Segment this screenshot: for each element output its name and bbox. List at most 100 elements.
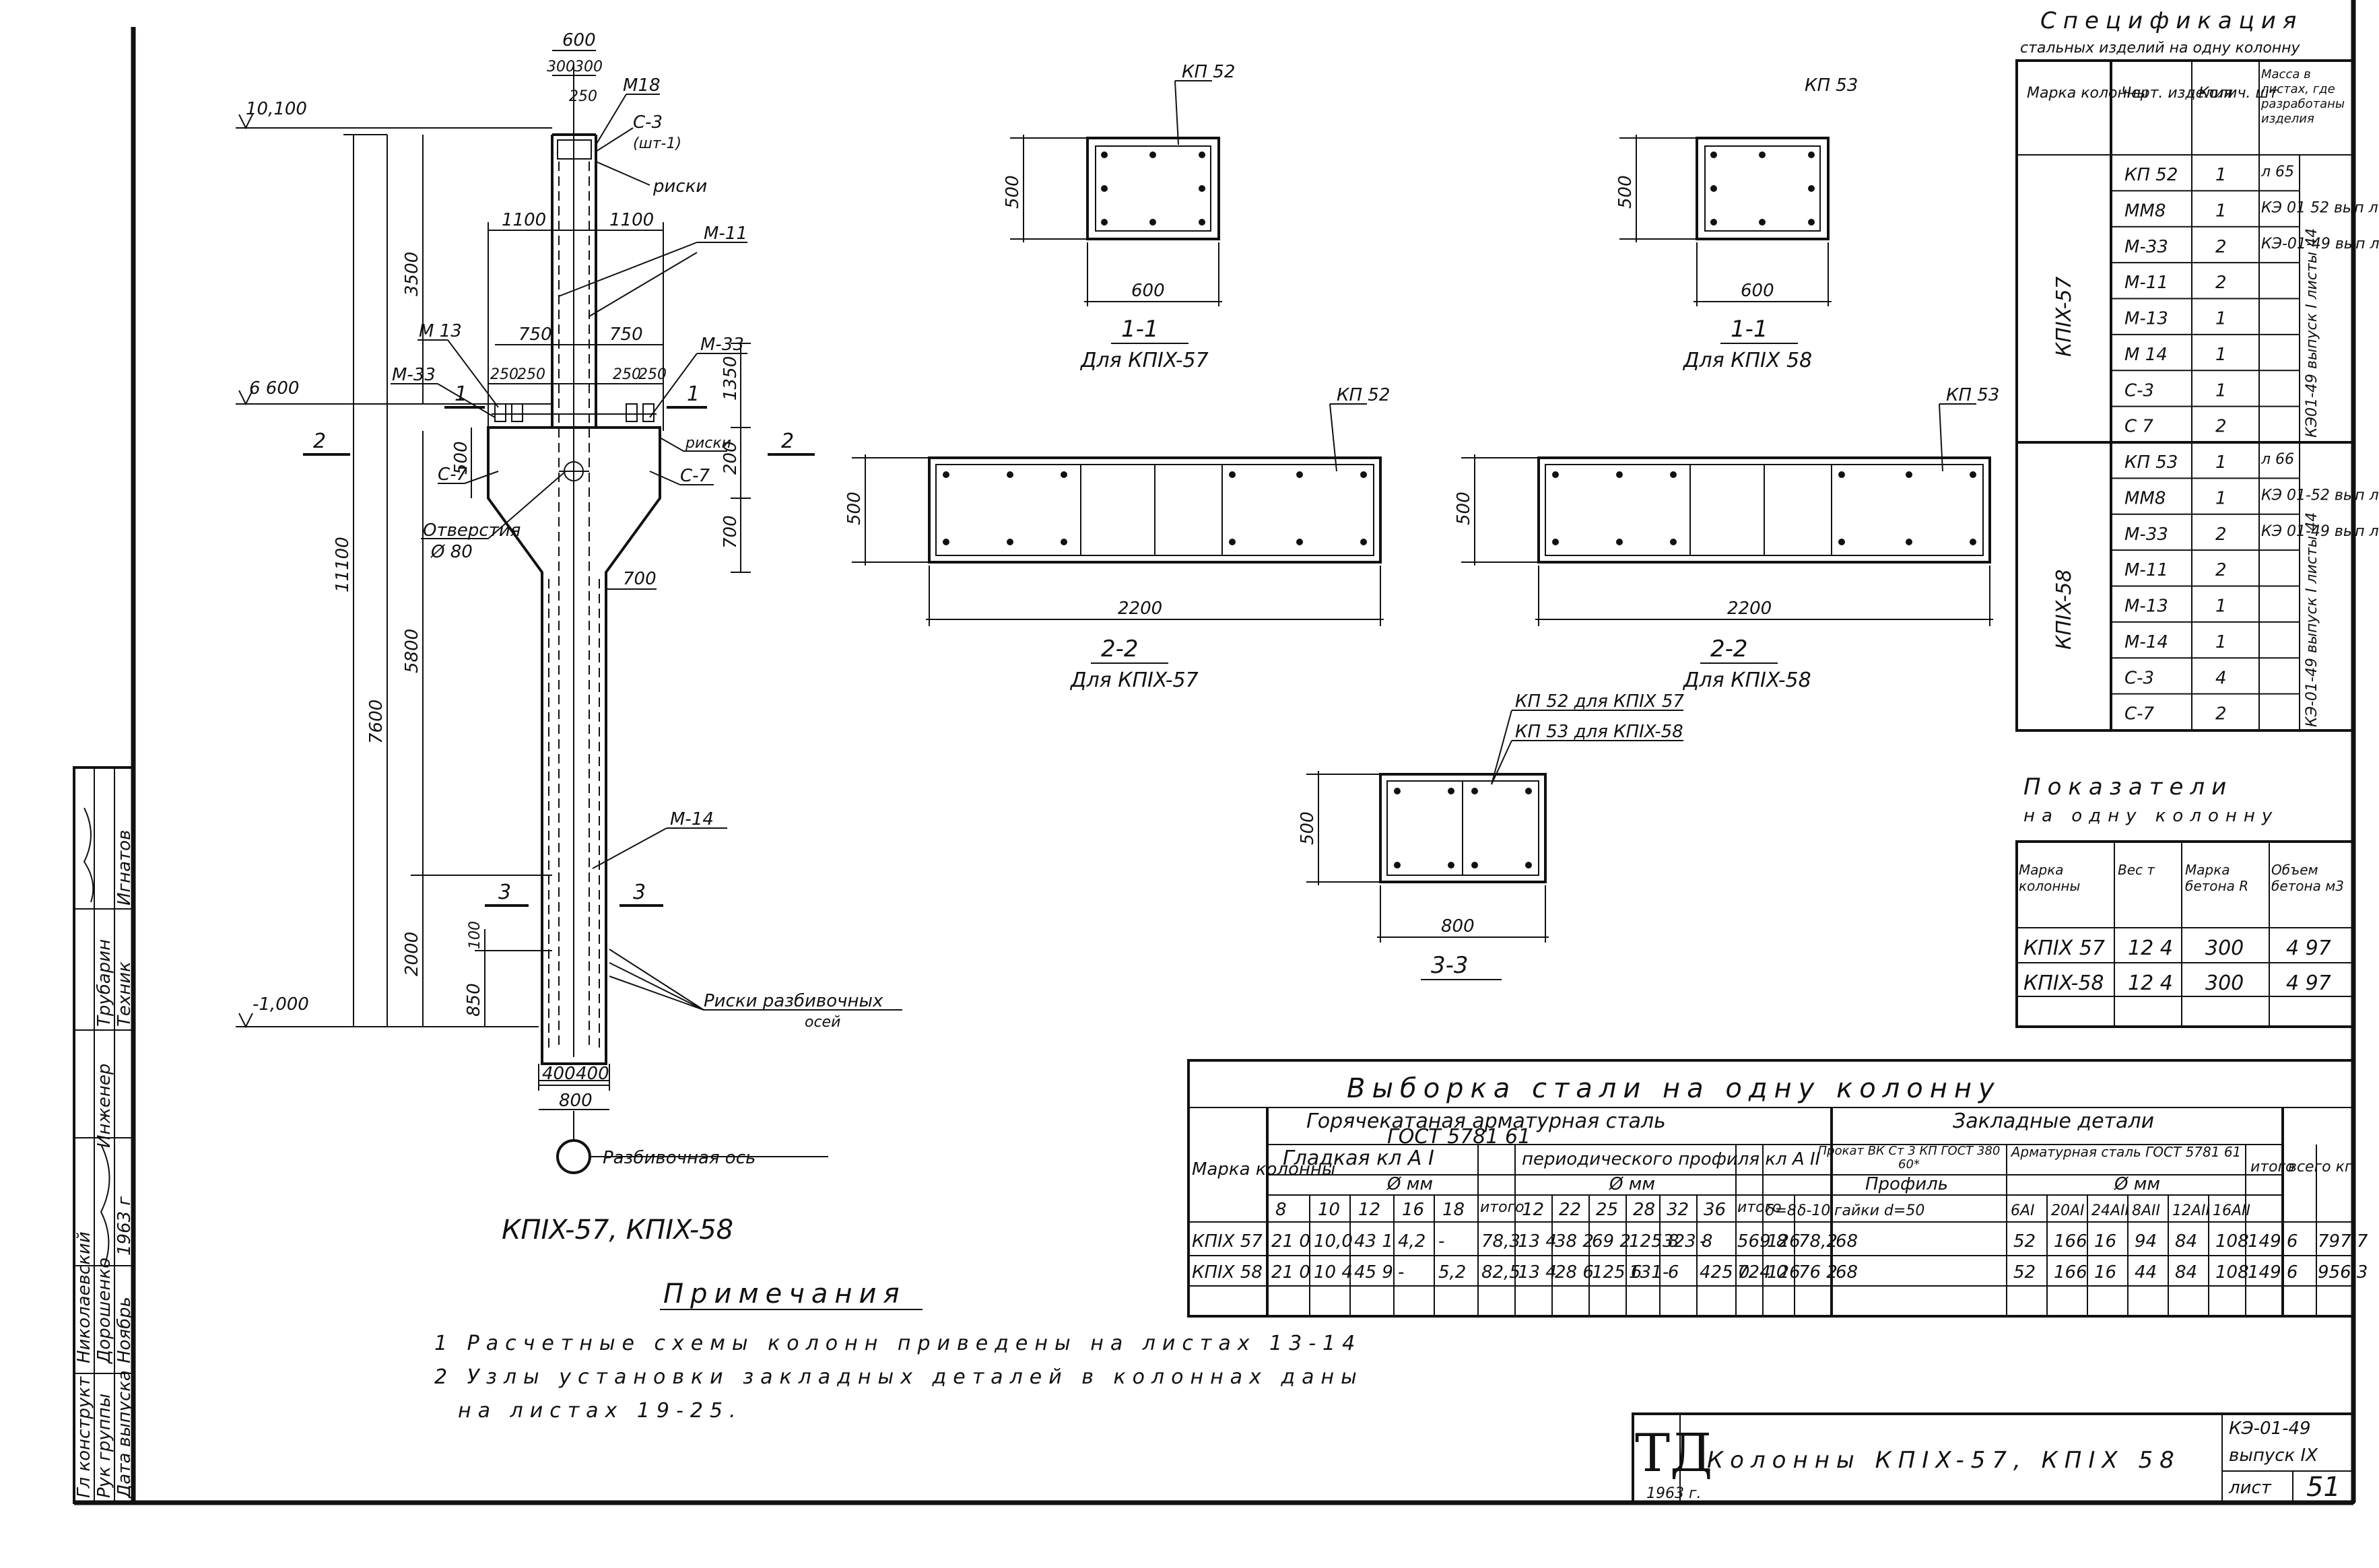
spec-cell-qty: 1 (2215, 309, 2227, 329)
steel-cell-total: 956 3 (2318, 1262, 2368, 1283)
spec-cell-item: КП 52 (2124, 165, 2178, 185)
steel-sub-period: 25 (1596, 1200, 1618, 1220)
steel-cell-period: 28 6 (1555, 1262, 1594, 1283)
steel-h-gost: ГОСТ 5781 61 (1387, 1125, 1531, 1149)
spec-cell-item: М-33 (2124, 524, 2168, 545)
stamp-year: 1963 г. (1646, 1485, 1702, 1502)
s11a-w: 600 (1131, 281, 1165, 301)
dim-200: 200 (721, 441, 741, 475)
steel-cell-period: 38 2 (1555, 1231, 1594, 1252)
s22b-mark: КП 53 (1946, 385, 1999, 405)
dim-750b: 750 (609, 325, 643, 345)
steel-h-itogo-2: итого (1737, 1199, 1782, 1216)
steel-cell-arm: 108 (2215, 1262, 2249, 1283)
spec-cell-qty: 2 (2215, 237, 2227, 257)
spec-cell-item: С-7 (2124, 704, 2155, 724)
dim-1100b: 1100 (609, 210, 654, 230)
signature-1 (83, 807, 94, 903)
steel-cell-prof: 68 (1836, 1231, 1858, 1252)
steel-h-prokat: Прокат ВК Ст 3 КП ГОСТ 380 60* (1817, 1145, 2001, 1171)
spec-cell-qty: 2 (2215, 417, 2227, 437)
spec-cell-qty: 2 (2215, 704, 2227, 724)
steel-cell-arm: 16 (2094, 1231, 2116, 1252)
spec-cell-qty: 2 (2215, 273, 2227, 293)
mark-riski-top: риски (652, 176, 707, 197)
spec-cell-qty: 2 (2215, 524, 2227, 545)
spec-cell-item: С 7 (2124, 417, 2153, 437)
steel-h-period: периодического профиля кл А II (1522, 1149, 1820, 1169)
spec-cell-qty: 2 (2215, 560, 2227, 580)
spec-h-qty: Колич. шт (2199, 85, 2279, 102)
s22a-cut: 2-2 (1101, 636, 1139, 662)
side-r4-role: Техник (114, 961, 135, 1027)
s22a-for: Для КПIX-57 (1069, 669, 1199, 692)
notes: Примечания 1 Расчетные схемы колонн прив… (434, 1279, 1362, 1423)
mark-riski-osey: Риски разбивочных (704, 991, 883, 1011)
steel-h-dmm2: Ø мм (1609, 1174, 1655, 1194)
steel-sub-prof: гайки d=50 (1834, 1202, 1924, 1219)
spec-group-1-ref: КЭ01-49 выпуск I листы 44 (2304, 228, 2320, 438)
spec-cell-item: М-13 (2124, 309, 2168, 329)
spec-table: Спецификация стальных изделий на одну ко… (2015, 7, 2379, 732)
ind-h-mark: Марка колонны (2019, 862, 2081, 894)
section-1-1-kp57: 500 600 КП 52 1-1 Для КПIX-57 (1003, 62, 1235, 372)
steel-sub-arm: 24AII (2091, 1202, 2129, 1219)
spec-group-1-col: КПIX-57 (2052, 276, 2076, 357)
steel-cell-smooth-total: 78,3 (1481, 1231, 1520, 1252)
dim-1350: 1350 (721, 356, 741, 401)
mark-otv: Отверстия (423, 520, 521, 541)
side-r1-role: Гл конструкт (74, 1376, 94, 1498)
steel-cell-smooth: 10,0 (1314, 1231, 1353, 1252)
note-1: 1 Расчетные схемы колонн приведены на ли… (434, 1332, 1362, 1355)
steel-h-hot: Горячекатаная арматурная сталь (1306, 1110, 1666, 1133)
dim-850: 850 (464, 983, 484, 1017)
level-mid: 6 600 (249, 378, 299, 399)
spec-cell-mass: л 65 (2260, 164, 2294, 180)
s11b-w: 600 (1741, 281, 1774, 301)
steel-sub-period: 12 (1522, 1200, 1544, 1220)
column-caption: КПIX-57, КПIX-58 (502, 1215, 733, 1246)
spec-cell-qty: 1 (2215, 380, 2227, 401)
spec-cell-item: М-13 (2124, 596, 2168, 617)
s11a-cut: 1-1 (1121, 316, 1159, 343)
mark-c3-count: (шт-1) (633, 135, 681, 152)
steel-cell-period: 125 8 (1629, 1231, 1679, 1252)
dim-600-top: 600 (562, 30, 596, 50)
steel-sub-arm: 16AII (2213, 1202, 2250, 1219)
steel-cell-arm: 166 (2054, 1262, 2087, 1283)
spec-h-draw: Черт. изделия (2121, 85, 2233, 102)
cut-3-left: 3 (498, 881, 511, 904)
mark-c3: C-3 (633, 112, 663, 133)
mark-m14: M-14 (670, 809, 714, 829)
s33-mark-2: КП 53 для КПIX-58 (1515, 722, 1683, 742)
steel-table: Выборка стали на одну колонну Марка коло… (1187, 1059, 2368, 1318)
steel-cell-period: - (1663, 1262, 1669, 1283)
dim-300a: 300 (547, 59, 575, 75)
ind-r1-volume: 4 97 (2286, 936, 2331, 960)
s22a-mark: КП 52 (1337, 385, 1390, 405)
spec-group-2-col: КПIX-58 (2052, 569, 2076, 650)
steel-cell-period: 323 8 (1663, 1231, 1712, 1252)
steel-h-itogo-1: итого (1480, 1199, 1524, 1216)
steel-cell-prof: 126 (1767, 1231, 1801, 1252)
ind-h-volume: Объем бетона м3 (2271, 862, 2345, 894)
steel-cell-arm-total: 149 6 (2248, 1262, 2298, 1283)
steel-cell-smooth: - (1438, 1231, 1444, 1252)
steel-cell-smooth: 4,2 (1398, 1231, 1426, 1252)
s22b-h: 500 (1454, 491, 1474, 525)
spec-cell-qty: 1 (2215, 488, 2227, 508)
ind-r1-weight: 12 4 (2128, 936, 2173, 960)
dim-7600: 7600 (366, 700, 387, 744)
steel-cell-period: 13 4 (1518, 1231, 1557, 1252)
steel-sub-period: 36 (1704, 1200, 1726, 1220)
title-stamp: ТД 1963 г. Колонны КПIX-57, КПIX 58 КЭ-0… (1632, 1412, 2355, 1504)
ind-r2-weight: 12 4 (2128, 972, 2173, 995)
dim-400a: 400 (542, 1064, 576, 1084)
spec-cell-mass: КЭ 01-52 вып л 28 (2261, 487, 2379, 504)
cut-2-right: 2 (781, 430, 794, 453)
steel-cell-period: 425 0 (1700, 1262, 1749, 1283)
steel-h-mark: Марка колонны (1192, 1159, 1335, 1180)
dim-250-top: 250 (569, 88, 597, 105)
spec-cell-qty: 1 (2215, 165, 2227, 185)
mark-m33-right: M-33 (700, 335, 744, 355)
